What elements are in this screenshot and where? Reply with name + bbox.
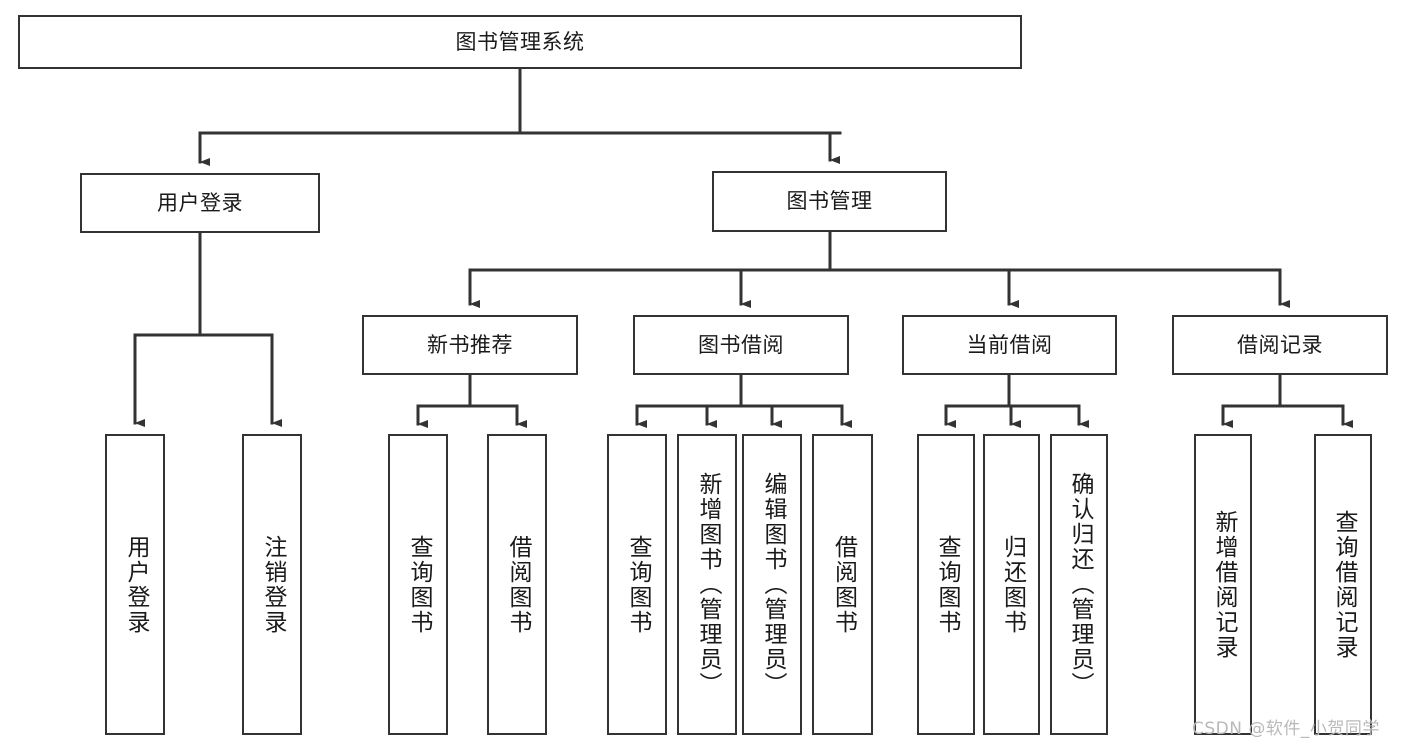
node-leaf-query-borrow-record-label: 查询借阅记录 xyxy=(1330,509,1357,660)
node-leaf-query-borrow-record[interactable]: 查询借阅记录 xyxy=(1314,434,1372,735)
node-leaf-borrow-book-rec-label: 借阅图书 xyxy=(504,534,531,635)
node-leaf-return-book-label: 归还图书 xyxy=(999,534,1026,635)
node-leaf-logout-login-label: 注销登录 xyxy=(259,534,286,635)
node-leaf-add-borrow-record-label: 新增借阅记录 xyxy=(1210,509,1237,660)
node-user-login-label: 用户登录 xyxy=(157,190,243,215)
node-current-borrow[interactable]: 当前借阅 xyxy=(902,315,1117,375)
node-current-borrow-label: 当前借阅 xyxy=(966,332,1053,357)
node-root-label: 图书管理系统 xyxy=(455,29,585,54)
node-leaf-query-book-rec[interactable]: 查询图书 xyxy=(388,434,448,735)
node-book-management[interactable]: 图书管理 xyxy=(712,171,947,232)
node-borrow-record-label: 借阅记录 xyxy=(1237,332,1323,357)
node-leaf-add-borrow-record[interactable]: 新增借阅记录 xyxy=(1194,434,1252,735)
node-leaf-borrow-book[interactable]: 借阅图书 xyxy=(812,434,873,735)
node-leaf-user-login-label: 用户登录 xyxy=(122,534,149,635)
node-leaf-borrow-book-label: 借阅图书 xyxy=(830,534,857,635)
node-leaf-edit-book[interactable]: 编辑图书（管理员） xyxy=(742,434,802,735)
node-leaf-query-book-rec-label: 查询图书 xyxy=(405,534,432,635)
node-leaf-query-book-current[interactable]: 查询图书 xyxy=(917,434,975,735)
node-root[interactable]: 图书管理系统 xyxy=(18,15,1022,69)
node-leaf-edit-book-label: 编辑图书（管理员） xyxy=(759,472,786,697)
node-leaf-logout-login[interactable]: 注销登录 xyxy=(242,434,302,735)
node-leaf-add-book-label: 新增图书（管理员） xyxy=(694,472,721,697)
node-leaf-add-book[interactable]: 新增图书（管理员） xyxy=(677,434,737,735)
node-new-book-recommend-label: 新书推荐 xyxy=(427,332,513,357)
node-book-borrow[interactable]: 图书借阅 xyxy=(633,315,849,375)
node-leaf-confirm-return-label: 确认归还（管理员） xyxy=(1066,472,1093,697)
node-borrow-record[interactable]: 借阅记录 xyxy=(1172,315,1388,375)
node-book-borrow-label: 图书借阅 xyxy=(698,332,784,357)
node-book-management-label: 图书管理 xyxy=(786,189,873,214)
node-leaf-query-book-borrow-label: 查询图书 xyxy=(624,534,651,635)
node-leaf-query-book-borrow[interactable]: 查询图书 xyxy=(607,434,667,735)
node-leaf-confirm-return[interactable]: 确认归还（管理员） xyxy=(1050,434,1108,735)
node-new-book-recommend[interactable]: 新书推荐 xyxy=(362,315,578,375)
node-leaf-return-book[interactable]: 归还图书 xyxy=(983,434,1040,735)
node-leaf-user-login[interactable]: 用户登录 xyxy=(105,434,165,735)
node-user-login[interactable]: 用户登录 xyxy=(80,173,320,233)
node-leaf-borrow-book-rec[interactable]: 借阅图书 xyxy=(487,434,547,735)
watermark-text: CSDN @软件_小贺同学 xyxy=(1192,719,1380,739)
node-leaf-query-book-current-label: 查询图书 xyxy=(933,534,960,635)
